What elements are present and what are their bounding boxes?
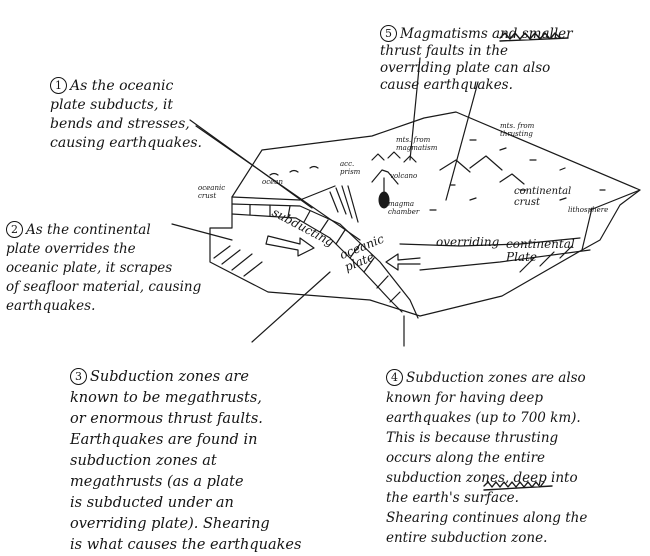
- label-lithosphere: lithosphere: [568, 206, 609, 214]
- slab-hatch: [249, 204, 401, 303]
- label-mts-thrusting: mts. from thrusting: [500, 122, 535, 138]
- label-volcano: volcano: [390, 172, 418, 180]
- note-text-4: Subduction zones are also known for havi…: [386, 370, 588, 546]
- mountains-thrusting: [439, 155, 525, 185]
- label-continental-crust: continental crust: [514, 186, 572, 208]
- label-oceanic-crust: oceanic crust: [198, 184, 226, 200]
- note-number-3: 3: [70, 368, 87, 385]
- block-right-side: [581, 189, 641, 251]
- block-front-edge: [209, 196, 593, 317]
- leader-line-1b: [195, 125, 361, 241]
- label-magma-chamber: magma chamber: [388, 200, 420, 216]
- subducting-arrow: [265, 235, 315, 257]
- label-ocean: ocean: [262, 178, 283, 186]
- note-text-1: As the oceanic plate subducts, it bends …: [50, 78, 202, 151]
- slab-top: [231, 203, 419, 319]
- leader-line-5: [445, 81, 479, 201]
- note-number-5: 5: [380, 25, 397, 42]
- lithosphere-layer: [419, 249, 591, 271]
- label-continental-plate: continental Plate: [506, 237, 575, 264]
- note-text-3: Subduction zones are known to be megathr…: [70, 369, 302, 553]
- note-number-4: 4: [386, 369, 403, 386]
- mountains-magmatism: [371, 151, 417, 163]
- note-number-2: 2: [6, 221, 23, 238]
- acc-prism-lines: [329, 185, 359, 223]
- block-top-edge: [231, 111, 641, 211]
- mantle-hatch: [213, 245, 263, 277]
- overriding-arrow: [385, 253, 421, 271]
- ocean-waves: [269, 165, 319, 176]
- label-mts-magmatism: mts. from magmatism: [396, 136, 438, 152]
- lithosphere-hatch: [519, 245, 573, 273]
- volcano-shape: [371, 169, 399, 185]
- continental-layer: [399, 237, 581, 247]
- note-text-2: As the continental plate overrides the o…: [6, 222, 202, 314]
- label-acc-prism: acc. prism: [340, 160, 361, 176]
- note-text-5: Magmatisms and smaller thrust faults in …: [380, 26, 573, 93]
- label-overriding: overriding: [436, 235, 500, 249]
- scribble-note4: [483, 481, 553, 491]
- note-number-1: 1: [50, 77, 67, 94]
- leader-line-2: [171, 223, 233, 241]
- magma-chamber-blob: [378, 191, 390, 209]
- leader-line-3: [251, 271, 331, 343]
- leader-line-5b: [409, 57, 421, 161]
- scribble-note5: [499, 32, 569, 42]
- slab-bottom: [231, 213, 403, 313]
- ground-texture: [429, 139, 606, 211]
